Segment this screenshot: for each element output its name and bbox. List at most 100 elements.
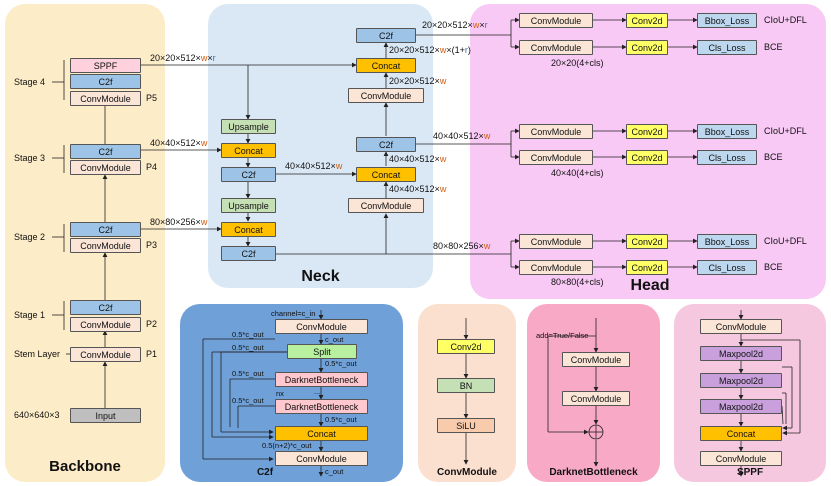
head-cls-loss-block-1: Cls_Loss [697,40,757,55]
neck-title: Neck [301,268,340,285]
sppf-conv-block-1: ConvModule [700,319,782,334]
head-bbox-loss-name-3: CIoU+DFL [764,236,807,246]
neck-mid-right-dim-label: 40×40×512×w [433,131,490,141]
head-title: Head [630,277,670,294]
stage-1-label: Stage 1 [14,310,46,320]
head-conv2d-block-2a: Conv2d [626,124,668,139]
p3-dim-label: 80×80×256×w [150,217,207,227]
c2f-cout-label-1: c_out [325,335,344,344]
p5-dim-w: w [200,53,208,63]
neck-concat-block-1: Concat [221,143,276,158]
head-cls-loss-name-1: BCE [764,42,783,52]
neck-bottom-dim-base: 80×80×256× [433,241,484,251]
darknet-add-label: add=True/False [536,331,589,340]
neck-conv-top-dim-w: w [439,76,447,86]
sppf-maxpool-block-3: Maxpool2d [700,399,782,414]
head-cls-loss-name-3: BCE [764,262,783,272]
neck-conv-top-dim-base: 20×20×512× [389,76,440,86]
c2f-half-label-1: 0.5*c_out [232,330,264,339]
head-bbox-loss-name-1: CIoU+DFL [764,15,807,25]
neck-upsample-block-1: Upsample [221,119,276,134]
darknet-title: DarknetBottleneck [549,467,638,478]
sppf-conv-block-2: ConvModule [700,451,782,466]
neck-top-dim-r: r [484,20,488,30]
neck-mid-right-dim-base: 40×40×512× [433,131,484,141]
backbone-c2f-block-p3: C2f [70,222,141,237]
neck-concat-top-dim-c: ) [467,45,471,55]
head-conv2d-block-1a: Conv2d [626,13,668,28]
neck-concat-block-mid: Concat [356,167,416,182]
stage-3-label: Stage 3 [14,153,46,163]
p4-label: P4 [146,162,158,172]
p4-dim-base: 40×40×512× [150,138,201,148]
neck-mid-right2-dim-w: w [439,154,447,164]
c2f-half-label-2: 0.5*c_out [232,343,264,352]
p5-dim-label: 20×20×512×w×r [150,53,216,63]
neck-top-dim-label: 20×20×512×w×r [422,20,488,30]
convmodule-bn-block: BN [437,378,495,393]
p3-dim-w: w [200,217,208,227]
darknet-conv-block-1: ConvModule [562,352,630,367]
convmodule-silu-block: SiLU [437,418,495,433]
c2f-conv-block-2: ConvModule [275,451,368,466]
neck-conv-top-dim-label: 20×20×512×w [389,76,446,86]
stage-4-label: Stage 4 [14,77,46,87]
neck-top-dim-base: 20×20×512× [422,20,473,30]
stem-layer-label: Stem Layer [14,349,61,359]
head-cls-loss-block-3: Cls_Loss [697,260,757,275]
c2f-split-block: Split [287,344,357,359]
backbone-input-block: Input [70,408,141,423]
convmodule-panel [418,304,516,482]
sppf-title: SPPF [736,467,764,478]
convmodule-conv2d-block: Conv2d [437,339,495,354]
backbone-c2f-block-p4: C2f [70,144,141,159]
neck-mid-right2-dim-base: 40×40×512× [389,154,440,164]
head-bbox-loss-block-2: Bbox_Loss [697,124,757,139]
head-cls-loss-name-2: BCE [764,152,783,162]
backbone-conv-block-p4: ConvModule [70,160,141,175]
neck-mid-right3-dim-base: 40×40×512× [389,184,440,194]
neck-c2f-block-top: C2f [356,28,416,43]
p1-label: P1 [146,349,158,359]
c2f-cout-label-2: c_out [325,467,344,476]
neck-concat-top-dim-label: 20×20×512×w×(1+r) [389,45,471,55]
head-bbox-loss-block-1: Bbox_Loss [697,13,757,28]
neck-mid-left-dim-label: 40×40×512×w [285,161,342,171]
sppf-maxpool-block-1: Maxpool2d [700,346,782,361]
neck-concat-top-dim-base: 20×20×512× [389,45,440,55]
neck-conv-block-top: ConvModule [348,88,424,103]
head-conv-block-2b: ConvModule [519,150,593,165]
backbone-sppf-block: SPPF [70,58,141,73]
head-cls-loss-block-2: Cls_Loss [697,150,757,165]
head-bbox-loss-block-3: Bbox_Loss [697,234,757,249]
neck-conv-block-mid: ConvModule [348,198,424,213]
head-conv2d-block-2b: Conv2d [626,150,668,165]
neck-bottom-dim-w: w [483,241,491,251]
c2f-half-label-5: 0.5*c_out [232,396,264,405]
sppf-concat-block: Concat [700,426,782,441]
c2f-half-label-6: 0.5*c_out [325,415,357,424]
convmodule-title: ConvModule [437,467,497,478]
c2f-darknet-block-1: DarknetBottleneck [275,372,368,387]
backbone-conv-block-p3: ConvModule [70,238,141,253]
c2f-half-label-3: 0.5*c_out [325,359,357,368]
head-out-dim-2: 40×40(4+cls) [551,168,604,178]
c2f-channel-in-label: channel=c_in [271,309,316,318]
p5-label: P5 [146,93,158,103]
head-conv-block-3a: ConvModule [519,234,593,249]
neck-concat-top-dim-r: r [464,45,468,55]
c2f-darknet-block-2: DarknetBottleneck [275,399,368,414]
c2f-concat-in-label: 0.5(n+2)*c_out [262,441,312,450]
head-out-dim-1: 20×20(4+cls) [551,58,604,68]
c2f-concat-block: Concat [275,426,368,441]
p4-dim-w: w [200,138,208,148]
neck-concat-top-dim-b: ×(1+ [446,45,465,55]
neck-c2f-block-mid: C2f [356,137,416,152]
neck-concat-block-2: Concat [221,222,276,237]
p3-dim-base: 80×80×256× [150,217,201,227]
neck-mid-right-dim-w: w [483,131,491,141]
backbone-conv-block-p1: ConvModule [70,347,141,362]
p4-dim-label: 40×40×512×w [150,138,207,148]
